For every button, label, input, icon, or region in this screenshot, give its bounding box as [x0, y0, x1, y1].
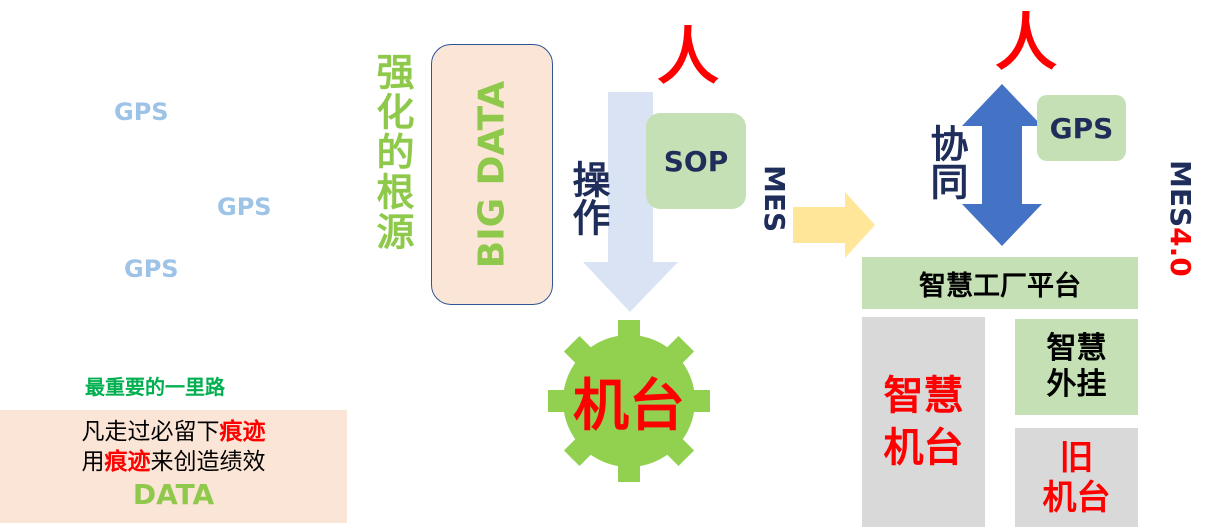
old-machine-box: 旧 机台: [1015, 428, 1138, 527]
big-data-text: BIG DATA: [471, 80, 513, 269]
mes-4-label: MES4.0: [1164, 160, 1197, 277]
trace-line-2-prefix: 用: [81, 449, 105, 475]
trace-line-1-emph: 痕迹: [219, 419, 266, 445]
gear-icon: [548, 320, 710, 482]
gps-label-2: GPS: [217, 193, 272, 221]
mes-right-arrow: [793, 192, 875, 258]
smart-factory-platform: 智慧工厂平台: [862, 257, 1138, 309]
trace-data: DATA: [132, 478, 215, 511]
smart-machine-line-1: 智慧: [883, 373, 964, 419]
collab-double-arrow: [962, 84, 1042, 246]
old-machine-line-1: 旧: [1059, 437, 1094, 478]
person-label-right: 人: [995, 6, 1058, 79]
smart-machine-line-2: 机台: [883, 425, 964, 471]
smart-plugin-line-1: 智慧: [1046, 331, 1107, 366]
sop-text: SOP: [663, 144, 729, 178]
person-label-middle: 人: [657, 20, 720, 93]
trace-box: 凡走过必留下痕迹 用痕迹来创造绩效 DATA: [0, 410, 347, 523]
gps-label-1: GPS: [114, 98, 169, 126]
gps-box: GPS: [1037, 95, 1126, 161]
trace-line-1: 凡走过必留下痕迹: [0, 417, 347, 447]
big-data-box: BIG DATA: [431, 44, 553, 305]
collab-text: 协同: [924, 124, 968, 200]
strengthen-root-text: 强化的根源: [370, 52, 414, 252]
gps-box-text: GPS: [1049, 111, 1114, 145]
smart-plugin-line-2: 外挂: [1046, 367, 1107, 402]
trace-line-2-suffix: 来创造绩效: [150, 449, 266, 475]
machine-label: 机台: [573, 373, 685, 439]
trace-line-2-emph: 痕迹: [104, 449, 151, 475]
old-machine-line-2: 机台: [1042, 477, 1111, 518]
subtitle-last-mile: 最重要的一里路: [85, 375, 225, 399]
trace-line-2: 用痕迹来创造绩效: [0, 447, 347, 477]
mes-4-version: 4.0: [1164, 227, 1197, 277]
platform-text: 智慧工厂平台: [919, 270, 1081, 302]
mes-4-prefix: MES: [1164, 160, 1197, 228]
trace-line-1-text: 凡走过必留下: [81, 419, 220, 445]
smart-machine-box: 智慧 机台: [862, 317, 985, 527]
smart-plugin-box: 智慧 外挂: [1015, 319, 1138, 415]
mes-label: MES: [758, 165, 791, 233]
operate-down-arrow: [583, 92, 678, 312]
sop-box: SOP: [646, 113, 746, 209]
operate-text: 操作: [566, 160, 610, 236]
gps-label-3: GPS: [124, 255, 179, 283]
